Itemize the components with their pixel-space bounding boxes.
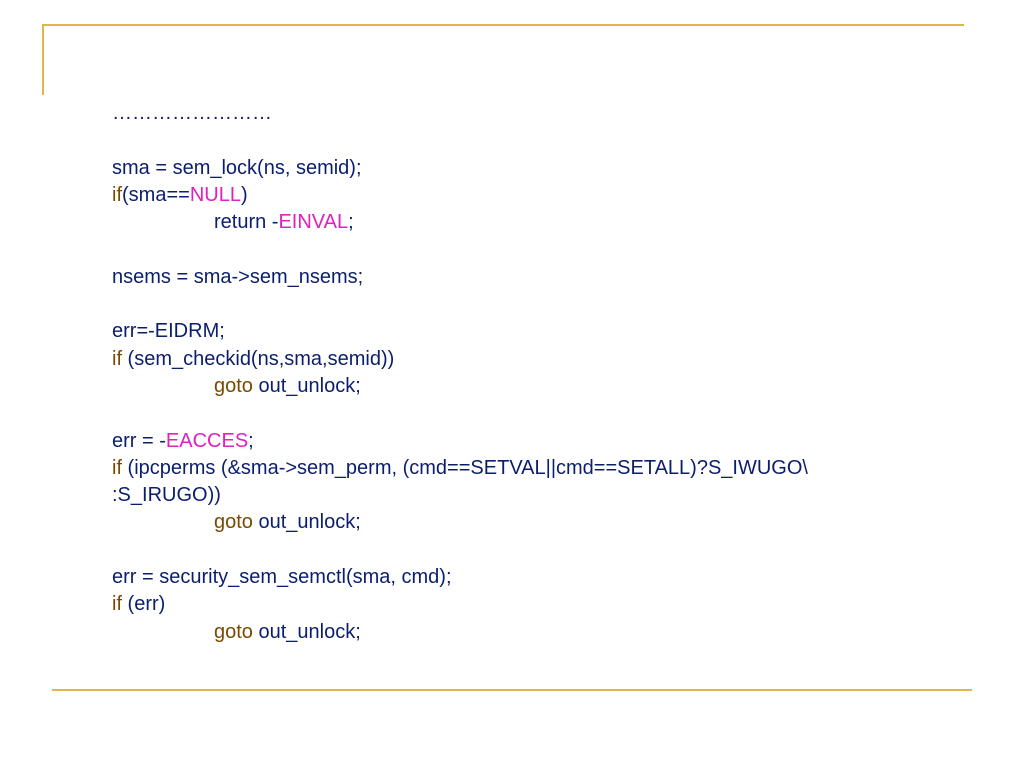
bottom-rule (52, 689, 972, 691)
code-line-blank (112, 537, 992, 564)
constant-eacces: EACCES (165, 429, 249, 452)
constant-einval: EINVAL (278, 211, 349, 234)
keyword-if: if (112, 183, 122, 206)
keyword-if: if (112, 347, 122, 370)
code-text: out_unlock; (252, 511, 361, 534)
code-text: (err) (122, 593, 166, 616)
ellipsis-text: …………………… (112, 102, 272, 124)
keyword-goto: goto (214, 511, 253, 534)
code-line-irugo: :S_IRUGO)) (112, 482, 992, 509)
code-text: out_unlock; (252, 620, 361, 643)
code-line-nsems: nsems = sma->sem_nsems; (112, 264, 992, 291)
keyword-goto: goto (214, 620, 253, 643)
code-line-blank (112, 236, 992, 263)
code-line-goto: goto out_unlock; (112, 619, 992, 646)
code-text: sma = sem_lock(ns, semid); (112, 156, 362, 179)
code-line-err-eidrm: err=-EIDRM; (112, 318, 992, 345)
code-line-blank (112, 127, 992, 154)
code-line-err-eacces: err = -EACCES; (112, 428, 992, 455)
code-text: (sem_checkid(ns,sma,semid)) (122, 347, 395, 370)
code-line-blank (112, 400, 992, 427)
code-line-ellipsis: …………………… (112, 100, 992, 127)
left-rule (42, 24, 44, 95)
code-text: :S_IRUGO)) (112, 484, 221, 507)
code-line-blank (112, 291, 992, 318)
code-text: ; (248, 429, 254, 452)
code-text: return - (214, 211, 279, 234)
code-text: err = - (112, 429, 166, 452)
top-rule (42, 24, 964, 26)
code-text: nsems = sma->sem_nsems; (112, 265, 364, 288)
code-line-security: err = security_sem_semctl(sma, cmd); (112, 564, 992, 591)
code-text: out_unlock; (252, 374, 361, 397)
code-text: err=-EIDRM; (112, 320, 225, 343)
keyword-if: if (112, 456, 122, 479)
code-line-if-checkid: if (sem_checkid(ns,sma,semid)) (112, 346, 992, 373)
code-line-goto: goto out_unlock; (112, 373, 992, 400)
code-block: ……………………sma = sem_lock(ns, semid);if(sma… (112, 100, 992, 646)
code-line-if-err: if (err) (112, 591, 992, 618)
code-text: (sma== (122, 183, 190, 206)
code-text: ; (348, 211, 354, 234)
code-text: ) (240, 183, 248, 206)
keyword-if: if (112, 593, 122, 616)
code-text: err = security_sem_semctl(sma, cmd); (112, 566, 452, 589)
code-line-if-ipcperms: if (ipcperms (&sma->sem_perm, (cmd==SETV… (112, 455, 992, 482)
code-line-if-null: if(sma==NULL) (112, 182, 992, 209)
keyword-goto: goto (214, 374, 253, 397)
constant-null: NULL (189, 183, 241, 206)
code-text: (ipcperms (&sma->sem_perm, (cmd==SETVAL|… (122, 456, 808, 479)
code-line-sem-lock: sma = sem_lock(ns, semid); (112, 155, 992, 182)
code-line-return-einval: return -EINVAL; (112, 209, 992, 236)
code-line-goto: goto out_unlock; (112, 509, 992, 536)
